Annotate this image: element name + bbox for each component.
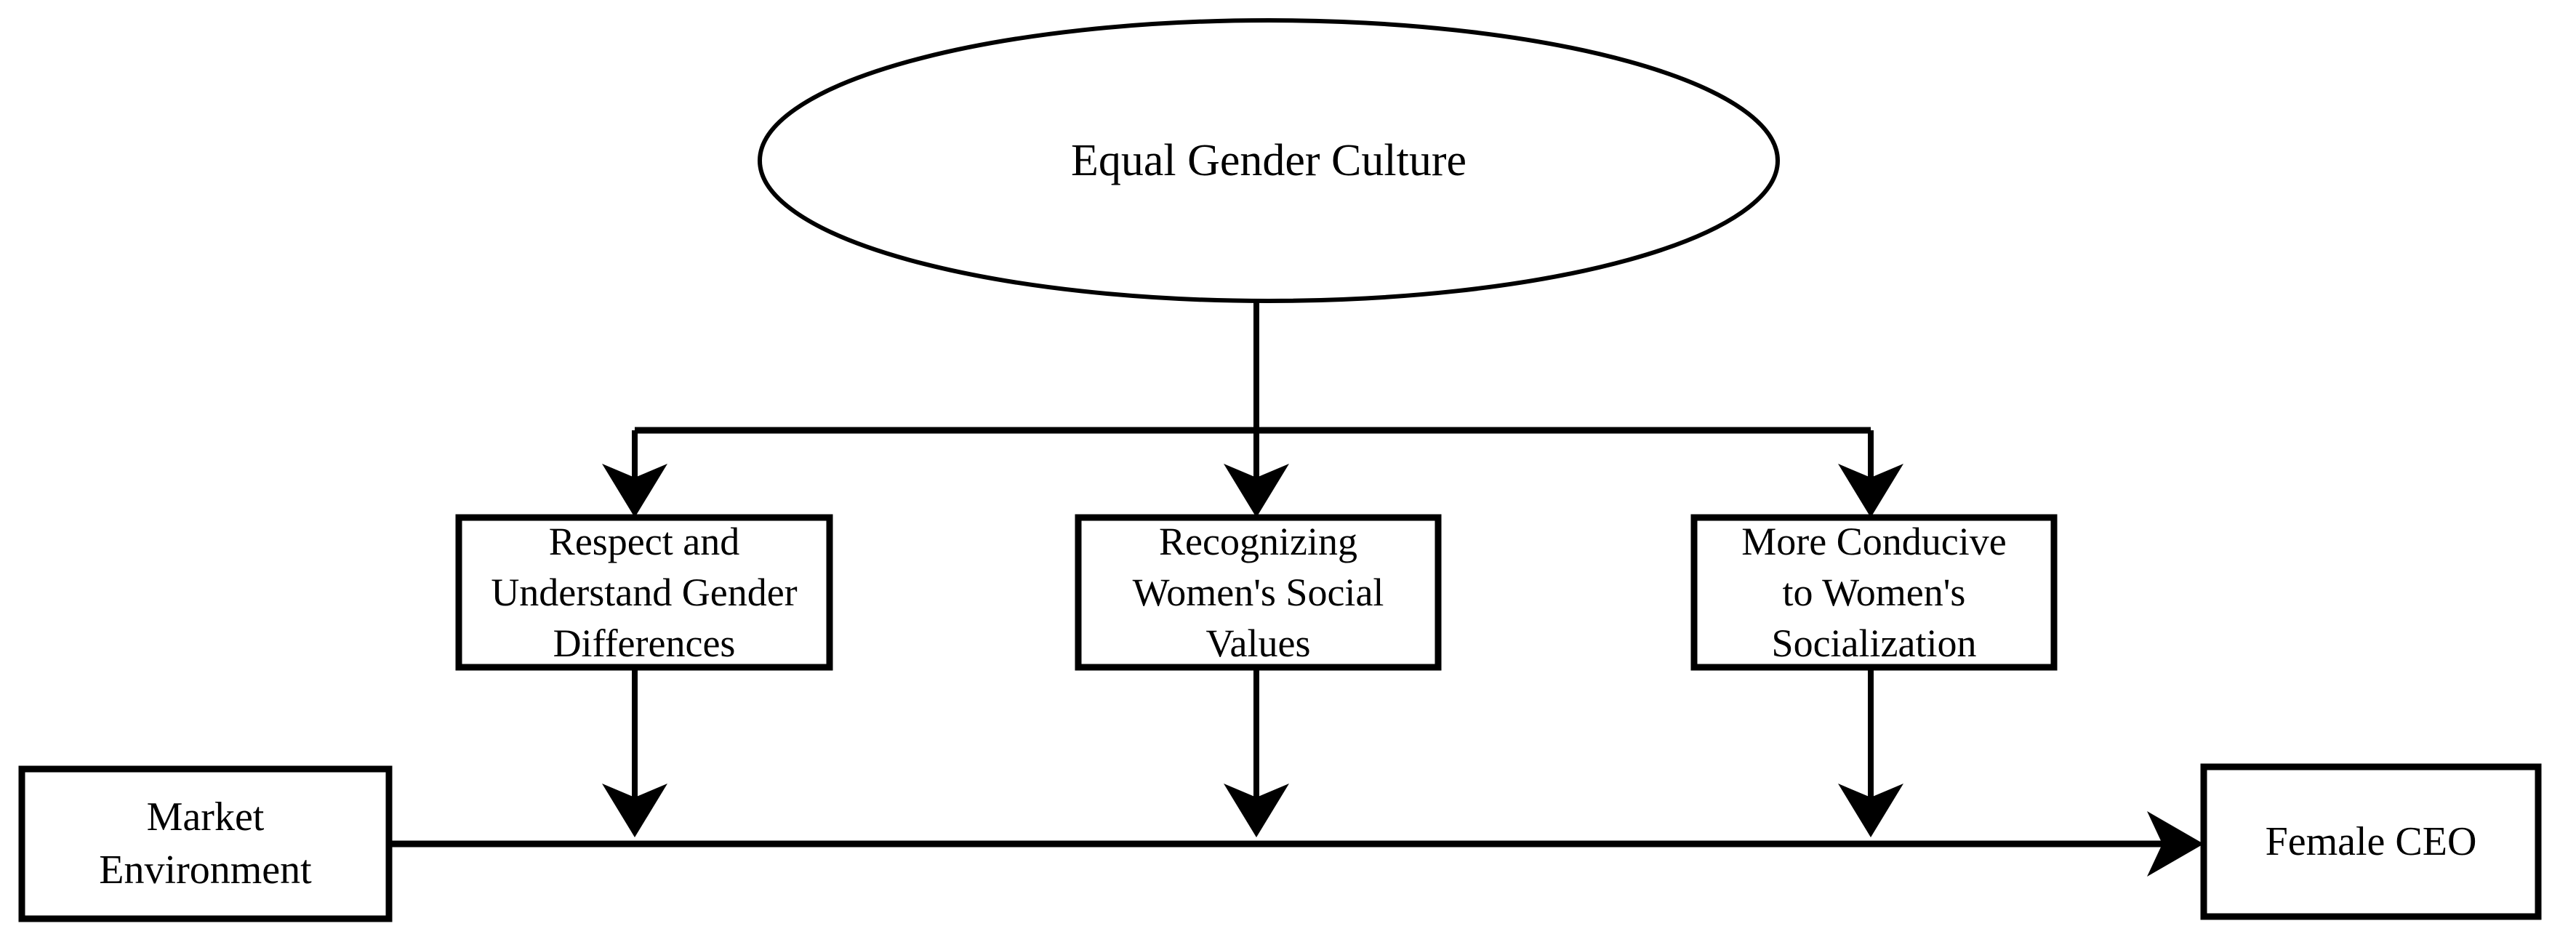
arrowhead-root-to-box1	[602, 464, 667, 518]
arrowhead-box3-to-flow	[1838, 784, 1903, 837]
node-respect-understand-gender-differences-shape[interactable]	[455, 514, 833, 671]
arrowhead-box2-to-flow	[1224, 784, 1289, 837]
arrowhead-box1-to-flow	[602, 784, 667, 837]
arrowhead-root-to-box3	[1838, 464, 1903, 518]
node-female-ceo-shape[interactable]	[2200, 763, 2542, 920]
node-market-environment-shape[interactable]	[18, 765, 393, 922]
arrowhead-market-environment-to-female-ceo	[2147, 811, 2204, 877]
node-recognizing-womens-social-values-shape[interactable]	[1075, 514, 1442, 671]
arrowhead-root-to-box2	[1224, 464, 1289, 518]
node-equal-gender-culture-shape[interactable]	[758, 18, 1780, 303]
node-more-conducive-to-womens-socialization-shape[interactable]	[1690, 514, 2058, 671]
